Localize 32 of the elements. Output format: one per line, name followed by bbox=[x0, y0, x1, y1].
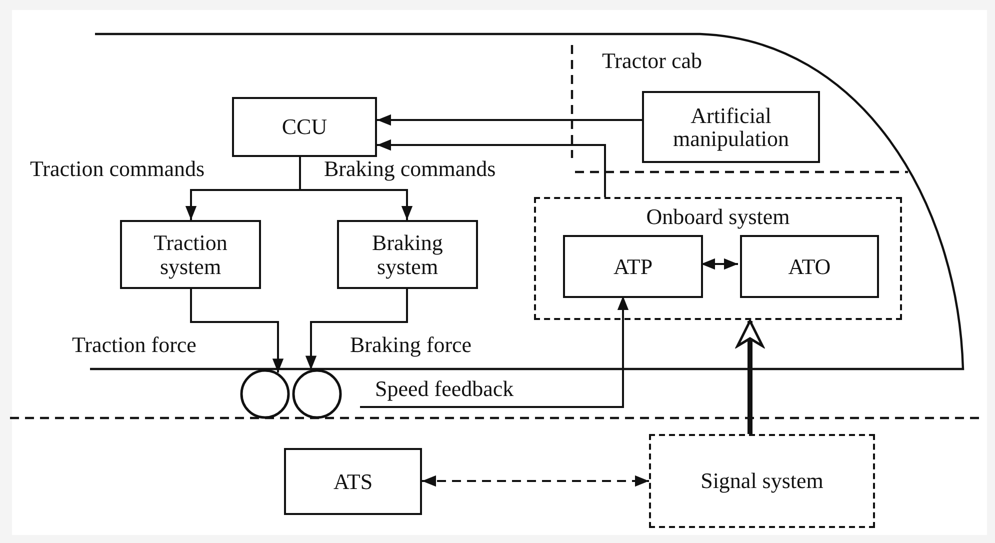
process-box bbox=[232, 97, 377, 157]
arrow bbox=[377, 114, 642, 126]
arrow bbox=[377, 139, 606, 197]
box-label: Signal system bbox=[700, 469, 824, 493]
wheel-circle bbox=[240, 369, 290, 419]
box-label: ATO bbox=[788, 254, 831, 278]
arrow bbox=[299, 157, 413, 220]
box-label: Traction system bbox=[152, 231, 228, 278]
edge-label: Braking force bbox=[348, 334, 474, 356]
process-box bbox=[740, 235, 879, 298]
process-box bbox=[563, 235, 703, 298]
box-label: CCU bbox=[282, 115, 328, 139]
edge-label: Speed feedback bbox=[373, 378, 516, 400]
arrow bbox=[190, 289, 284, 373]
dashed-group-box bbox=[534, 197, 902, 320]
wheel-circle bbox=[292, 369, 342, 419]
arrow bbox=[736, 320, 764, 434]
box-label: Braking system bbox=[371, 231, 444, 278]
arrow bbox=[701, 258, 738, 270]
dashed-group-box bbox=[649, 434, 875, 528]
edge-label: Braking commands bbox=[322, 158, 498, 180]
process-box bbox=[642, 91, 820, 163]
box-label: ATP bbox=[613, 254, 653, 278]
process-box bbox=[284, 448, 422, 515]
group-title: Onboard system bbox=[646, 205, 790, 228]
process-box bbox=[337, 220, 478, 289]
box-label: ATS bbox=[333, 470, 373, 494]
box-label: Artificial manipulation bbox=[672, 104, 790, 150]
arrow bbox=[360, 296, 629, 408]
arrow bbox=[305, 289, 408, 370]
process-box bbox=[120, 220, 261, 289]
arrow bbox=[422, 475, 649, 487]
